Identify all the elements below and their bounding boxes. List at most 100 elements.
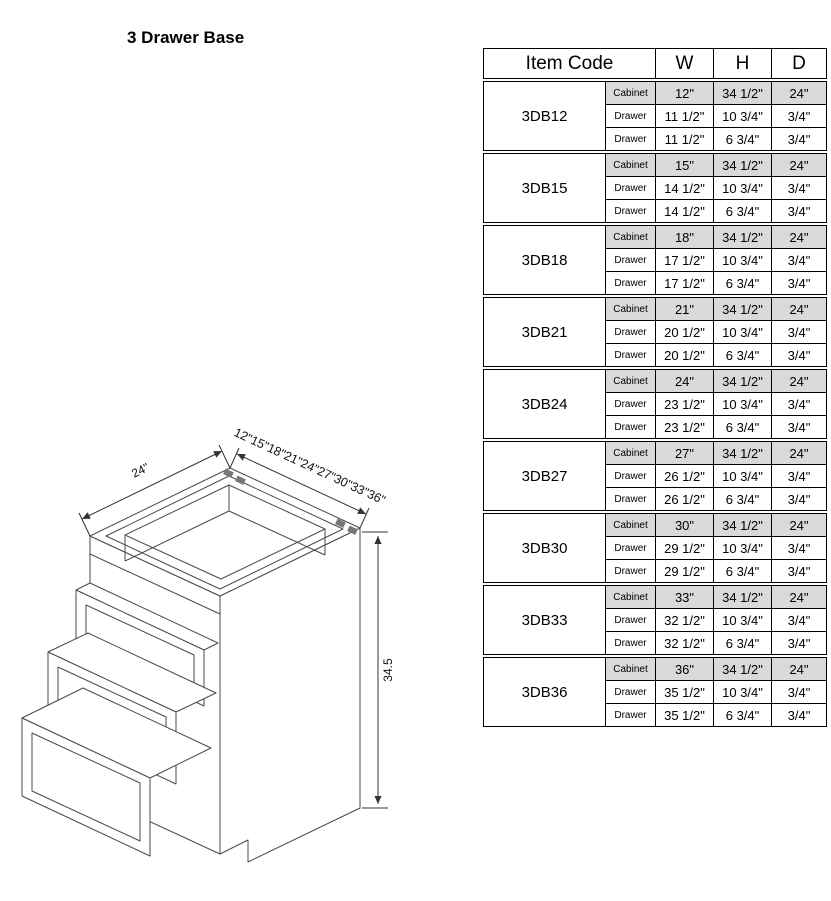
header-depth: D xyxy=(771,48,827,79)
depth-cell: 3/4" xyxy=(771,415,827,439)
width-cell: 29 1/2" xyxy=(655,536,714,560)
height-cell: 34 1/2" xyxy=(713,657,772,681)
height-cell: 34 1/2" xyxy=(713,441,772,465)
depth-cell: 3/4" xyxy=(771,559,827,583)
row-type-cell: Drawer xyxy=(605,464,656,488)
depth-cell: 24" xyxy=(771,225,827,249)
depth-cell: 3/4" xyxy=(771,343,827,367)
depth-cell: 24" xyxy=(771,297,827,321)
row-type-cell: Drawer xyxy=(605,392,656,416)
width-cell: 14 1/2" xyxy=(655,176,714,200)
depth-cell: 3/4" xyxy=(771,608,827,632)
height-cell: 10 3/4" xyxy=(713,608,772,632)
drawer-3 xyxy=(21,687,212,857)
depth-cell: 24" xyxy=(771,369,827,393)
depth-dimension-label: 24" xyxy=(129,460,151,480)
height-cell: 10 3/4" xyxy=(713,104,772,128)
row-type-cell: Cabinet xyxy=(605,369,656,393)
row-type-cell: Drawer xyxy=(605,104,656,128)
width-cell: 17 1/2" xyxy=(655,248,714,272)
height-cell: 6 3/4" xyxy=(713,487,772,511)
row-type-cell: Drawer xyxy=(605,127,656,151)
height-cell: 6 3/4" xyxy=(713,127,772,151)
row-type-cell: Cabinet xyxy=(605,153,656,177)
depth-cell: 3/4" xyxy=(771,176,827,200)
row-type-cell: Drawer xyxy=(605,487,656,511)
row-type-cell: Drawer xyxy=(605,248,656,272)
height-cell: 6 3/4" xyxy=(713,631,772,655)
row-type-cell: Cabinet xyxy=(605,225,656,249)
depth-cell: 3/4" xyxy=(771,536,827,560)
depth-cell: 24" xyxy=(771,153,827,177)
width-cell: 30" xyxy=(655,513,714,537)
height-cell: 34 1/2" xyxy=(713,297,772,321)
item-code-cell: 3DB21 xyxy=(483,297,606,367)
header-item-code: Item Code xyxy=(483,48,656,79)
row-type-cell: Cabinet xyxy=(605,81,656,105)
cabinet-lines xyxy=(21,467,361,863)
header-width: W xyxy=(655,48,714,79)
cabinet-drawing: 24" 12"15"18"21"24"27"30"33"36" 34.5 xyxy=(12,420,462,896)
depth-cell: 24" xyxy=(771,513,827,537)
item-code-cell: 3DB12 xyxy=(483,81,606,151)
depth-cell: 3/4" xyxy=(771,392,827,416)
item-code-cell: 3DB27 xyxy=(483,441,606,511)
header-row: Item Code W H D xyxy=(483,48,827,79)
width-cell: 11 1/2" xyxy=(655,127,714,151)
depth-cell: 3/4" xyxy=(771,127,827,151)
depth-cell: 3/4" xyxy=(771,104,827,128)
width-cell: 20 1/2" xyxy=(655,320,714,344)
item-code-cell: 3DB18 xyxy=(483,225,606,295)
depth-cell: 3/4" xyxy=(771,464,827,488)
height-cell: 34 1/2" xyxy=(713,81,772,105)
width-cell: 12" xyxy=(655,81,714,105)
row-type-cell: Drawer xyxy=(605,176,656,200)
width-cell: 17 1/2" xyxy=(655,271,714,295)
row-type-cell: Drawer xyxy=(605,320,656,344)
width-cell: 21" xyxy=(655,297,714,321)
depth-cell: 3/4" xyxy=(771,271,827,295)
width-cell: 32 1/2" xyxy=(655,608,714,632)
width-cell: 14 1/2" xyxy=(655,199,714,223)
width-cell: 18" xyxy=(655,225,714,249)
page-title: 3 Drawer Base xyxy=(127,28,245,47)
row-type-cell: Cabinet xyxy=(605,657,656,681)
height-cell: 10 3/4" xyxy=(713,536,772,560)
row-type-cell: Cabinet xyxy=(605,513,656,537)
height-cell: 6 3/4" xyxy=(713,343,772,367)
height-dimension-label: 34.5 xyxy=(381,658,395,682)
cabinet-isometric-svg: 24" 12"15"18"21"24"27"30"33"36" 34.5 xyxy=(21,425,395,863)
height-cell: 10 3/4" xyxy=(713,320,772,344)
item-code-cell: 3DB36 xyxy=(483,657,606,727)
row-type-cell: Drawer xyxy=(605,680,656,704)
item-code-cell: 3DB30 xyxy=(483,513,606,583)
height-cell: 6 3/4" xyxy=(713,271,772,295)
row-type-cell: Drawer xyxy=(605,559,656,583)
width-cell: 29 1/2" xyxy=(655,559,714,583)
width-cell: 35 1/2" xyxy=(655,680,714,704)
width-cell: 32 1/2" xyxy=(655,631,714,655)
depth-cell: 3/4" xyxy=(771,320,827,344)
row-type-cell: Drawer xyxy=(605,608,656,632)
